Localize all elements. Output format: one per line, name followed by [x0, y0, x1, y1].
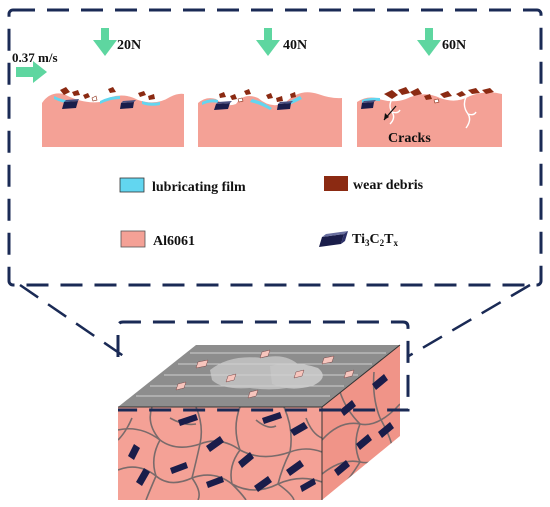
load-arrow-icon — [256, 28, 280, 56]
load-label-40n: 40N — [283, 38, 307, 53]
legend-swatch-debris — [324, 176, 348, 191]
legend-swatch-film — [119, 177, 145, 193]
load-label-60n: 60N — [442, 38, 466, 53]
legend-label-ti3c2tx: Ti3C2Tx — [352, 232, 398, 248]
section-frame — [116, 320, 410, 412]
load-arrow-icon — [417, 28, 441, 56]
zoom-frame — [7, 8, 543, 287]
load-arrow-icon — [93, 28, 117, 56]
legend-label-debris: wear debris — [353, 178, 424, 193]
block-front-face — [118, 407, 322, 500]
legend-label-film: lubricating film — [152, 180, 246, 195]
zoom-connector-right — [406, 283, 531, 359]
speed-arrow-icon — [16, 61, 47, 83]
zoom-connector-left — [19, 283, 126, 359]
crack-icon — [389, 96, 477, 129]
speed-label: 0.37 m/s — [12, 50, 58, 65]
wear-panel-60n — [357, 87, 502, 147]
specimen-block — [118, 344, 401, 500]
legend-label-al6061: Al6061 — [153, 234, 195, 249]
legend-swatch-ti3c2tx — [319, 231, 348, 247]
cracks-label: Cracks — [388, 131, 431, 146]
legend-swatch-al6061 — [120, 230, 146, 248]
load-label-20n: 20N — [117, 38, 141, 53]
wear-panel-40n — [198, 89, 342, 147]
legend: lubricating film wear debris Al6061 Ti3C… — [119, 176, 424, 249]
wear-panel-20n — [42, 87, 184, 147]
